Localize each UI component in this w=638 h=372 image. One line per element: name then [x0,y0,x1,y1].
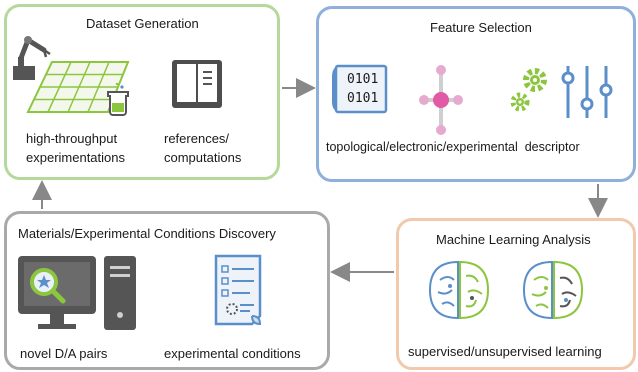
sliders-icon [561,66,613,118]
discovery-title: Materials/Experimental Conditions Discov… [18,226,276,241]
binary-text-line-1: 0101 [347,72,379,87]
dataset-generation-title: Dataset Generation [86,16,199,31]
brain-icon [522,260,584,320]
sample-grid-icon [26,61,130,113]
feature-selection-title: Feature Selection [430,20,532,35]
descriptor-caption: topological/electronic/experimental desc… [326,140,580,154]
references-label: references/ [164,131,230,146]
experimentations-label: experimentations [26,150,125,165]
beaker-icon [107,82,129,116]
binary-text-line-2: 0101 [347,91,379,106]
open-book-icon [172,60,222,108]
binary-file-icon [332,64,388,114]
machine-learning-title: Machine Learning Analysis [436,232,591,247]
computations-label: computations [164,150,242,165]
novel-pairs-label: novel D/A pairs [20,346,108,361]
computer-tower-icon [104,256,136,330]
flow-arrows [32,78,608,282]
high-throughput-label: high-throughput [26,131,118,146]
molecule-icon [419,65,463,135]
monitor-search-icon [18,256,96,329]
robot-arm-icon [13,36,51,80]
brain-icon [428,260,490,320]
document-scroll-icon [214,254,262,326]
experimental-conditions-label: experimental conditions [164,346,301,361]
gears-icon [510,68,547,112]
learning-caption: supervised/unsupervised learning [408,344,602,359]
